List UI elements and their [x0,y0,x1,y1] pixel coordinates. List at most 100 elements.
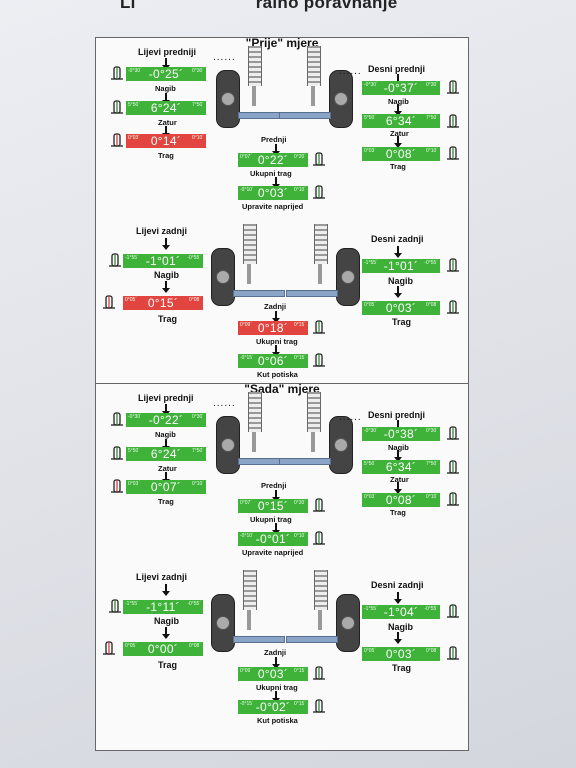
rear-right-arm [286,636,338,643]
front-total-bar-min: 0°07´ [240,154,253,160]
steer-icon [312,531,326,545]
front-total-bar-value: 0°15´ [257,499,289,513]
thrust-sub: Kut potiska [257,716,298,725]
camber-icon [108,253,122,267]
rear-right-camber-bar-min: -1°55´ [364,260,378,266]
dots-left: ...... [213,398,236,409]
rear-left-camber-bar-value: -1°01´ [145,254,181,268]
rear-left-toe-bar-value: 0°00´ [147,642,179,656]
front-left-camber-label: Nagib [155,84,176,93]
toe-icon [446,646,460,660]
steer-sub: Upravite naprijed [242,202,304,211]
front-right-toe-bar: 0°03´0°08´0°10´ [362,147,440,161]
camber-icon [110,66,124,80]
rear-left-label: Lijevi zadnji [136,226,188,236]
rear-right-camber-bar-value: -1°04´ [383,605,419,619]
rear-left-camber-label: Nagib [154,616,180,626]
caster-icon [110,100,124,114]
front-left-toe-bar-min: 0°03´ [128,135,141,141]
front-right-caster-bar: 5°50´6°34´7°50´ [362,114,440,128]
rear-right-label: Desni zadnji [371,580,424,590]
rear-right-hub [341,270,355,284]
front-left-toe-bar-max: 0°10´ [191,135,204,141]
thrust-icon [312,699,326,713]
rear-right-camber-bar: -1°55´-1°01´-0°55´ [362,259,440,273]
front-left-wheel [216,416,240,474]
thrust-bar-min: -0°15´ [240,701,254,707]
rear-right-toe-bar-max: 0°08´ [425,302,438,308]
rear-left-toe-bar-min: 0°05´ [125,297,138,303]
rear-right-hub [341,616,355,630]
caster-icon [110,446,124,460]
front-left-spring [248,392,262,432]
front-left-shaft [252,86,256,106]
front-right-toe-bar-min: 0°03´ [364,494,377,500]
front-left-caster-bar: 5°50´6°24´7°50´ [126,447,206,461]
steer-bar: -0°10´0°03´0°10´ [238,186,308,200]
rear-left-spring [243,224,257,264]
front-left-camber-label: Nagib [155,430,176,439]
thrust-bar-min: -0°15´ [240,355,254,361]
front-left-label: Lijevi prednji [138,393,194,403]
steer-bar-value: 0°03´ [257,186,289,200]
front-left-caster-bar-value: 6°24´ [150,101,182,115]
rear-right-camber-bar-max: -0°55´ [424,260,438,266]
rear-right-camber-label: Nagib [388,622,414,632]
rear-left-hub [216,616,230,630]
toe-icon [446,146,460,160]
rear-right-shaft [318,264,322,284]
rear-right-toe-label: Trag [392,663,412,673]
rear-left-camber-bar-value: -1°11´ [146,600,180,614]
front-right-arm [279,458,331,465]
front-total-label: Prednji [261,481,287,490]
camber-icon [446,426,460,440]
front-left-caster-label: Zatur [158,118,177,127]
toe-icon [312,498,326,512]
front-left-toe-bar-max: 0°10´ [191,481,204,487]
rear-right-toe-bar-value: 0°03´ [385,647,417,661]
rear-right-toe-bar: 0°05´0°03´0°08´ [362,301,440,315]
front-total-bar-max: 0°20´ [293,500,306,506]
front-right-arm [279,112,331,119]
front-right-hub [334,438,348,452]
thrust-bar-max: 0°15´ [293,701,306,707]
front-right-camber-bar: -0°30´-0°37´0°30´ [362,81,440,95]
front-left-toe-bar-value: 0°14´ [150,134,182,148]
toe-icon [446,300,460,314]
rear-left-camber-bar-max: -0°55´ [187,601,201,607]
front-right-caster-label: Zatur [390,475,409,484]
front-left-camber-bar-min: -0°30´ [128,414,142,420]
front-right-label: Desni prednji [368,64,426,74]
steer-bar-max: 0°10´ [293,533,306,539]
rear-total-bar-value: 0°03´ [257,667,289,681]
rear-left-hub [216,270,230,284]
rear-right-toe-bar-value: 0°03´ [385,301,417,315]
front-left-toe-bar-min: 0°03´ [128,481,141,487]
front-left-caster-bar: 5°50´6°24´7°50´ [126,101,206,115]
camber-icon [108,599,122,613]
front-right-label: Desni prednji [368,410,426,420]
thrust-bar-value: 0°06´ [257,354,289,368]
rear-right-spring [314,224,328,264]
rear-right-toe-label: Trag [392,317,412,327]
rear-left-spring [243,570,257,610]
front-left-toe-bar-value: 0°07´ [150,480,182,494]
front-right-caster-bar: 5°50´6°34´7°50´ [362,460,440,474]
front-right-caster-bar-value: 6°34´ [385,114,417,128]
steer-bar: -0°10´-0°01´0°10´ [238,532,308,546]
front-right-spring [307,46,321,86]
front-right-toe-bar-value: 0°08´ [385,147,417,161]
front-right-caster-bar-max: 7°50´ [425,115,438,121]
front-left-camber-bar-max: 0°30´ [191,414,204,420]
front-left-toe-label: Trag [158,151,174,160]
rear-right-spring [314,570,328,610]
camber-icon [446,80,460,94]
rear-right-toe-bar-max: 0°08´ [425,648,438,654]
thrust-bar: -0°15´-0°02´0°15´ [238,700,308,714]
rear-left-camber-label: Nagib [154,270,180,280]
thrust-bar: -0°15´0°06´0°15´ [238,354,308,368]
toe-icon [312,320,326,334]
front-left-shaft [252,432,256,452]
